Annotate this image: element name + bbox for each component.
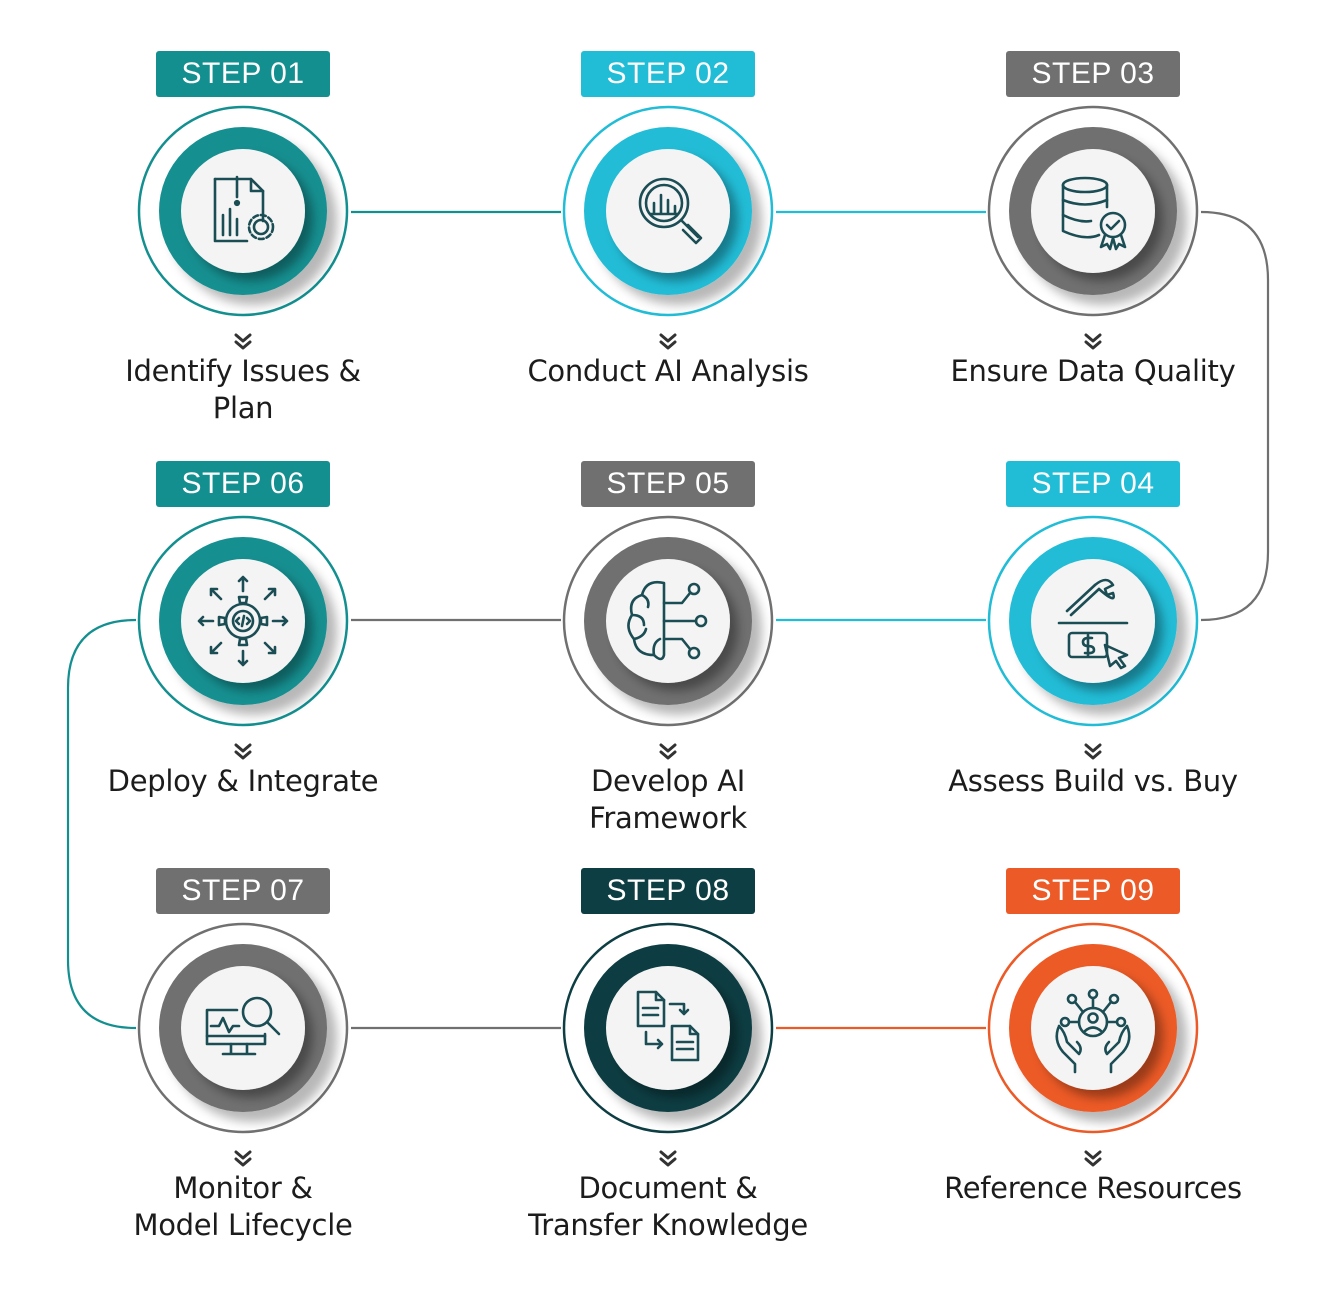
chevron-down-icon <box>656 743 680 761</box>
step-label-line: Document & <box>578 1171 758 1205</box>
code-gear-arrows-icon <box>197 575 289 667</box>
step-label-line: Reference Resources <box>944 1171 1242 1205</box>
chevron-down-icon <box>1081 1150 1105 1168</box>
chevron-down-icon <box>1081 743 1105 761</box>
step-08: STEP 08 Document &Transfer Knowledge <box>518 868 818 1288</box>
step-label-line: Deploy & Integrate <box>107 764 379 798</box>
connector-3 <box>1200 210 1270 622</box>
step-circle <box>560 920 776 1136</box>
step-label-line: Conduct AI Analysis <box>527 354 809 388</box>
step-badge: STEP 02 <box>581 51 755 97</box>
brain-circuit-icon <box>627 580 708 661</box>
step-label-line: Monitor & <box>173 1171 313 1205</box>
step-label: Monitor &Model Lifecycle <box>93 1170 393 1244</box>
step-04: STEP 04 Assess Build vs. Buy <box>943 461 1243 881</box>
step-label-line: Develop AI Framework <box>589 764 747 835</box>
step-badge: STEP 06 <box>156 461 330 507</box>
step-badge: STEP 03 <box>1006 51 1180 97</box>
step-badge: STEP 01 <box>156 51 330 97</box>
icon-plate <box>1031 559 1155 683</box>
step-03: STEP 03 Ensure Data Quality <box>943 51 1243 471</box>
step-label: Identify Issues & Plan <box>93 353 393 427</box>
step-06: STEP 06 Deploy & Integrate <box>93 461 393 881</box>
step-badge: STEP 07 <box>156 868 330 914</box>
chevron-down-icon <box>231 1150 255 1168</box>
step-circle <box>560 513 776 729</box>
step-badge: STEP 05 <box>581 461 755 507</box>
step-label-line: Model Lifecycle <box>133 1208 353 1242</box>
step-05: STEP 05 Develop AI Framework <box>518 461 818 881</box>
monitor-magnifier-icon <box>205 996 281 1056</box>
wrench-dollar-cursor-icon <box>1057 578 1129 670</box>
connector-6 <box>66 618 137 1030</box>
chart-magnifier-icon <box>638 177 703 245</box>
chevron-down-icon <box>1081 333 1105 351</box>
step-label-line: Assess Build vs. Buy <box>948 764 1238 798</box>
step-badge: STEP 09 <box>1006 868 1180 914</box>
step-circle <box>985 103 1201 319</box>
document-chart-gear-icon <box>213 175 275 243</box>
chevron-down-icon <box>231 743 255 761</box>
icon-plate <box>181 966 305 1090</box>
step-circle <box>985 513 1201 729</box>
step-label: Reference Resources <box>943 1170 1243 1207</box>
chevron-down-icon <box>656 333 680 351</box>
database-badge-icon <box>1061 176 1127 251</box>
hands-network-person-icon <box>1055 988 1131 1074</box>
step-label: Document &Transfer Knowledge <box>518 1170 818 1244</box>
icon-plate <box>606 966 730 1090</box>
step-01: STEP 01 Identify Issues & Plan <box>93 51 393 471</box>
step-label: Ensure Data Quality <box>943 353 1243 390</box>
chevron-down-icon <box>656 1150 680 1168</box>
icon-plate <box>181 149 305 273</box>
step-label-line: Identify Issues & Plan <box>125 354 361 425</box>
step-label-line: Transfer Knowledge <box>528 1208 808 1242</box>
chevron-down-icon <box>231 333 255 351</box>
step-label: Conduct AI Analysis <box>518 353 818 390</box>
step-02: STEP 02 Conduct AI Analysis <box>518 51 818 471</box>
step-circle <box>135 513 351 729</box>
step-badge: STEP 04 <box>1006 461 1180 507</box>
step-circle <box>135 920 351 1136</box>
step-circle <box>135 103 351 319</box>
step-09: STEP 09 Reference Resources <box>943 868 1243 1288</box>
step-circle <box>560 103 776 319</box>
step-07: STEP 07 Monitor &Model Lifecycle <box>93 868 393 1288</box>
step-label: Deploy & Integrate <box>93 763 393 800</box>
step-label: Assess Build vs. Buy <box>943 763 1243 800</box>
step-badge: STEP 08 <box>581 868 755 914</box>
document-exchange-icon <box>636 990 700 1062</box>
step-label: Develop AI Framework <box>518 763 818 837</box>
icon-plate <box>1031 149 1155 273</box>
step-label-line: Ensure Data Quality <box>950 354 1236 388</box>
step-circle <box>985 920 1201 1136</box>
